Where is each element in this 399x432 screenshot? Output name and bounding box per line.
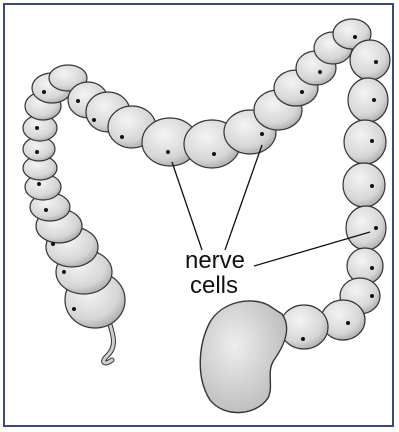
transverse-colon-segments [68, 19, 371, 168]
descending-colon-segments [340, 40, 390, 314]
sigmoid-colon-segments [280, 300, 365, 349]
label-cells: cells [179, 273, 249, 299]
label-nerve: nerve [175, 248, 255, 274]
rectum [200, 301, 286, 413]
